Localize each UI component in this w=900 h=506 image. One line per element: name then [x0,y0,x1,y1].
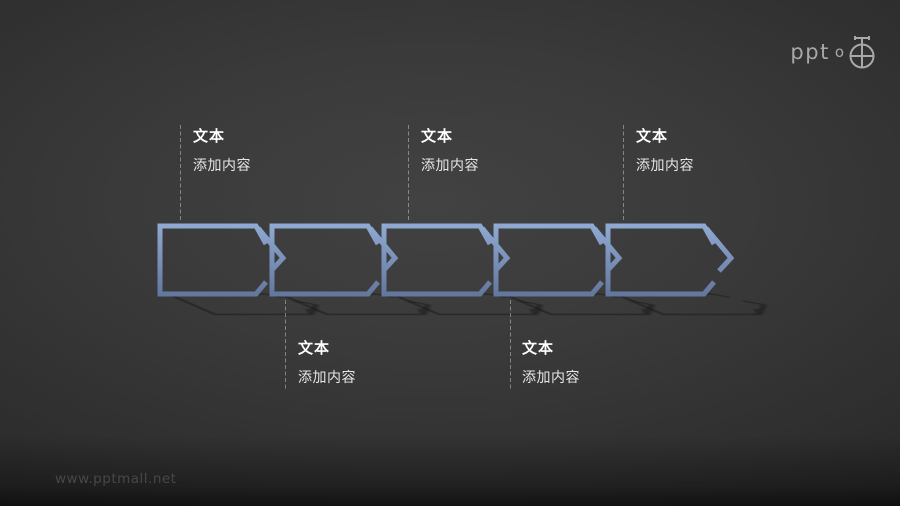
step-2-label: 文本 添加内容 [298,338,356,387]
arrow-shadows [168,294,786,314]
arrow-step-shadow [168,294,338,314]
step-2-title: 文本 [298,339,331,357]
logo-text: ppt [790,40,830,64]
step-5-title: 文本 [636,127,669,145]
arrow-step-shape-5 [608,226,731,294]
step-5-label: 文本 添加内容 [636,126,694,175]
compass-stopwatch-icon [849,36,875,69]
pptmall-logo: ppt o [790,34,876,70]
step-1-title: 文本 [193,127,226,145]
arrow-step-shape-4 [496,226,619,294]
step-2-subtitle: 添加内容 [298,370,356,386]
arrow-step-shadow [392,294,562,314]
step-4-subtitle: 添加内容 [522,370,580,386]
step-3-title: 文本 [421,127,454,145]
step-5-subtitle: 添加内容 [636,158,694,174]
callout-connectors [180,125,624,390]
arrow-step-shape-3 [384,226,507,294]
step-3-label: 文本 添加内容 [421,126,479,175]
arrow-step-shadow [280,294,450,314]
step-4-label: 文本 添加内容 [522,338,580,387]
arrow-step-shadow [504,294,674,314]
arrow-step-shape-1 [160,226,283,294]
step-3-subtitle: 添加内容 [421,158,479,174]
step-1-label: 文本 添加内容 [193,126,251,175]
arrow-shapes [160,226,731,294]
watermark-text: www.pptmall.net [55,471,177,487]
step-4-title: 文本 [522,339,555,357]
arrow-step-shape-2 [272,226,395,294]
logo-small-o: o [834,43,844,61]
step-1-subtitle: 添加内容 [193,158,251,174]
arrow-step-shadow [616,294,786,314]
